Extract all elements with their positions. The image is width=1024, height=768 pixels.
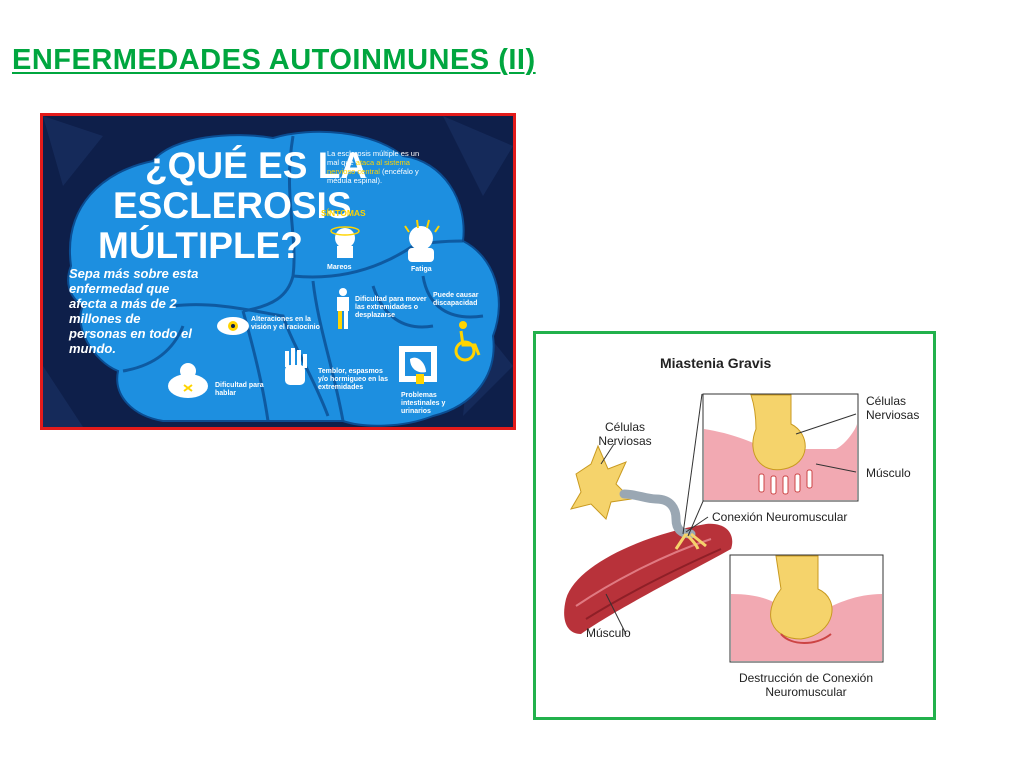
muscle-fiber-illustration <box>564 523 733 634</box>
inset-destruction <box>729 554 884 663</box>
symptom-vision: Alteraciones en la visión y el raciocini… <box>251 316 320 331</box>
symptom-temblor: Temblor, espasmos y/o hormigueo en las e… <box>318 368 389 391</box>
dizziness-icon <box>330 226 360 258</box>
mg-title: Miastenia Gravis <box>660 355 772 371</box>
ms-definition: La esclerosis múltiple es un mal que ata… <box>327 149 427 185</box>
symptom-mareos: Mareos <box>327 264 352 271</box>
inset-normal <box>702 393 859 502</box>
definition-post: (encéfalo y médula espinal). <box>327 167 419 185</box>
label-musculo-left: Músculo <box>586 626 631 640</box>
mg-diagram: Miastenia Gravis Células Nerviosas Célul… <box>533 331 936 720</box>
label-destruccion: Destrucción de Conexión Neuromuscular <box>738 671 874 699</box>
label-celulas-nerviosas-left: Células Nerviosas <box>598 420 652 448</box>
mg-illustration <box>564 393 884 663</box>
nerve-cell-illustration <box>569 444 707 550</box>
definition-pre: La esclerosis múltiple es un mal que <box>327 149 420 167</box>
symptom-fatiga: Fatiga <box>411 266 432 273</box>
eye-icon <box>217 317 249 335</box>
ms-infographic: ¿QUÉ ES LA ESCLEROSIS MÚLTIPLE? Sepa más… <box>40 113 516 430</box>
wheelchair-icon <box>454 321 481 362</box>
brain-shape <box>67 130 500 427</box>
ms-heading: ¿QUÉ ES LA ESCLEROSIS MÚLTIPLE? <box>98 145 368 266</box>
fatigue-icon <box>404 219 440 262</box>
symptom-discapacidad: Puede causar discapacidad <box>433 292 479 307</box>
label-celulas-nerviosas-right: Células Nerviosas <box>866 394 920 422</box>
brain-illustration <box>43 116 513 427</box>
mouth-icon <box>168 363 208 398</box>
heading-line3: MÚLTIPLE? <box>98 225 303 266</box>
label-musculo-right: Músculo <box>866 466 911 480</box>
person-walking-icon <box>337 288 349 329</box>
heading-line2: ESCLEROSIS <box>113 185 352 226</box>
heading-line1: ¿QUÉ ES LA <box>145 145 368 186</box>
hand-icon <box>285 348 307 385</box>
symptom-intestinales: Problemas intestinales y urinarios <box>401 392 446 415</box>
symptom-hablar: Dificultad para hablar <box>215 382 264 397</box>
symptom-mover: Dificultad para mover las extremidades o… <box>355 296 427 319</box>
label-conexion-neuromuscular: Conexión Neuromuscular <box>712 510 848 524</box>
slide-title: ENFERMEDADES AUTOINMUNES (II) <box>12 44 536 76</box>
intestines-icon <box>399 346 437 384</box>
ms-subtitle: Sepa más sobre esta enfermedad que afect… <box>69 266 199 356</box>
definition-highlight: ataca al sistema nervioso central <box>327 158 410 176</box>
symptoms-title: SÍNTOMAS <box>321 208 366 218</box>
